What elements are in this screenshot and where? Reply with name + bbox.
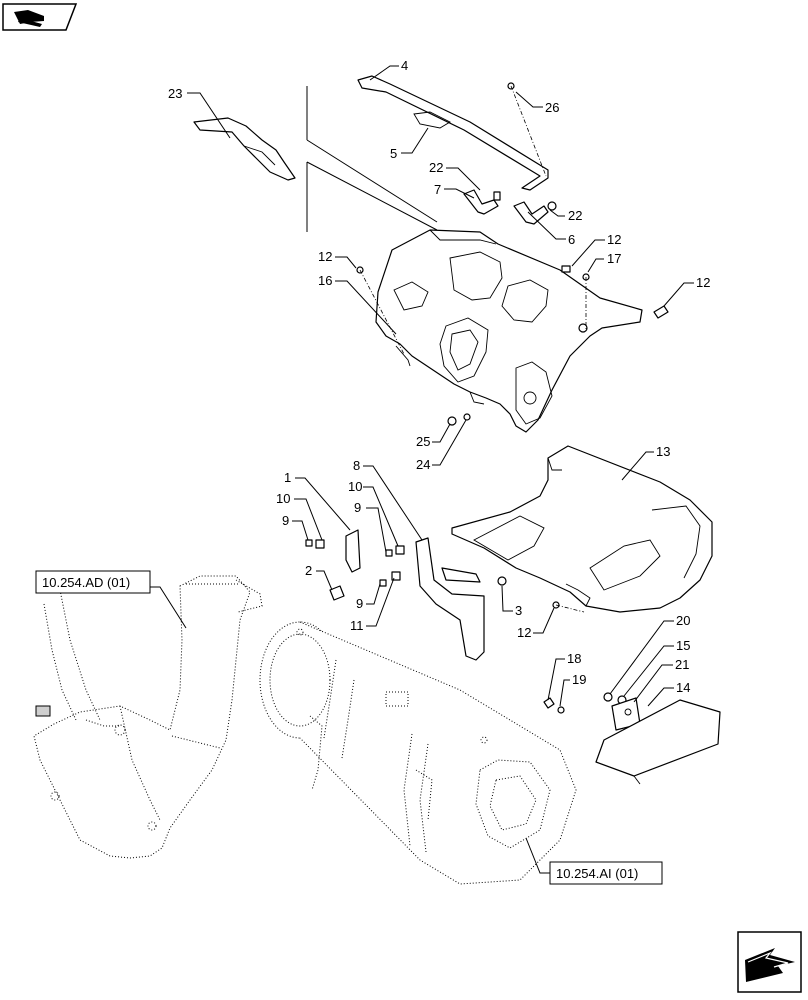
callout-9-mid: 9: [354, 500, 361, 515]
leader-lines: [150, 65, 694, 874]
plate-part-14: [595, 699, 721, 785]
callout-12-lower: 12: [517, 625, 531, 640]
callout-18: 18: [567, 651, 581, 666]
callout-25: 25: [416, 434, 430, 449]
bolt-part-12-b: [561, 265, 571, 273]
bolt-part-18: [543, 697, 555, 709]
support-rod-part-4: [357, 75, 549, 191]
callout-8: 8: [353, 458, 360, 473]
washer-part-25: [447, 416, 457, 426]
bolt-part-2: [329, 585, 345, 601]
heat-shield-part-13: [451, 445, 713, 613]
assembly-bracket-lines: [306, 86, 438, 232]
clip-part-22: [493, 191, 557, 211]
callout-20: 20: [676, 613, 690, 628]
callout-9-left: 9: [282, 513, 289, 528]
callout-23: 23: [168, 86, 182, 101]
callout-7: 7: [434, 182, 441, 197]
callout-13: 13: [656, 444, 670, 459]
callout-24: 24: [416, 457, 430, 472]
callout-22-right: 22: [568, 208, 582, 223]
callout-3: 3: [515, 603, 522, 618]
exhaust-pipe-assembly-ad: [33, 575, 263, 859]
callout-26: 26: [545, 100, 559, 115]
bolt-part-12-c: [653, 305, 669, 319]
bolt-part-20: [603, 692, 613, 702]
callout-16: 16: [318, 273, 332, 288]
bolt-part-12-d: [552, 601, 585, 613]
fasteners-part-9-10: [305, 539, 405, 587]
callout-1: 1: [284, 470, 291, 485]
reference-link-10-254-ai[interactable]: 10.254.AI (01): [549, 861, 663, 885]
callout-9-low: 9: [356, 596, 363, 611]
bracket-part-1: [345, 529, 361, 573]
callout-19: 19: [572, 672, 586, 687]
callout-17: 17: [607, 251, 621, 266]
hose-part-6: [513, 201, 549, 225]
next-page-arrow-icon[interactable]: [737, 931, 802, 993]
reference-label-ai: 10.254.AI (01): [556, 866, 638, 881]
callout-6: 6: [568, 232, 575, 247]
reference-label-ad: 10.254.AD (01): [42, 575, 130, 590]
callout-12-far-right: 12: [696, 275, 710, 290]
muffler-assembly-ai: [259, 621, 577, 885]
bracket-part-8: [415, 537, 485, 661]
callout-21: 21: [675, 657, 689, 672]
washer-part-19: [557, 706, 565, 714]
callout-10-left: 10: [276, 491, 290, 506]
bolt-part-12-a: [356, 266, 405, 355]
hose-part-7: [463, 189, 499, 215]
nut-part-17: [582, 273, 590, 330]
nut-part-24: [463, 413, 471, 421]
callout-22-top: 22: [429, 160, 443, 175]
callout-4: 4: [401, 58, 408, 73]
reference-link-10-254-ad[interactable]: 10.254.AD (01): [35, 570, 151, 594]
callout-10-right: 10: [348, 479, 362, 494]
callout-12-upper-right: 12: [607, 232, 621, 247]
bracket-part-23: [193, 117, 296, 181]
callout-2: 2: [305, 563, 312, 578]
callout-15: 15: [676, 638, 690, 653]
bolt-part-3: [497, 576, 507, 586]
heat-shield-part-16: [375, 229, 643, 433]
callout-11: 11: [350, 618, 364, 633]
nut-part-26: [507, 82, 547, 177]
book-hand-icon[interactable]: [2, 3, 78, 31]
callout-5: 5: [390, 146, 397, 161]
callout-14: 14: [676, 680, 690, 695]
callout-12-left: 12: [318, 249, 332, 264]
